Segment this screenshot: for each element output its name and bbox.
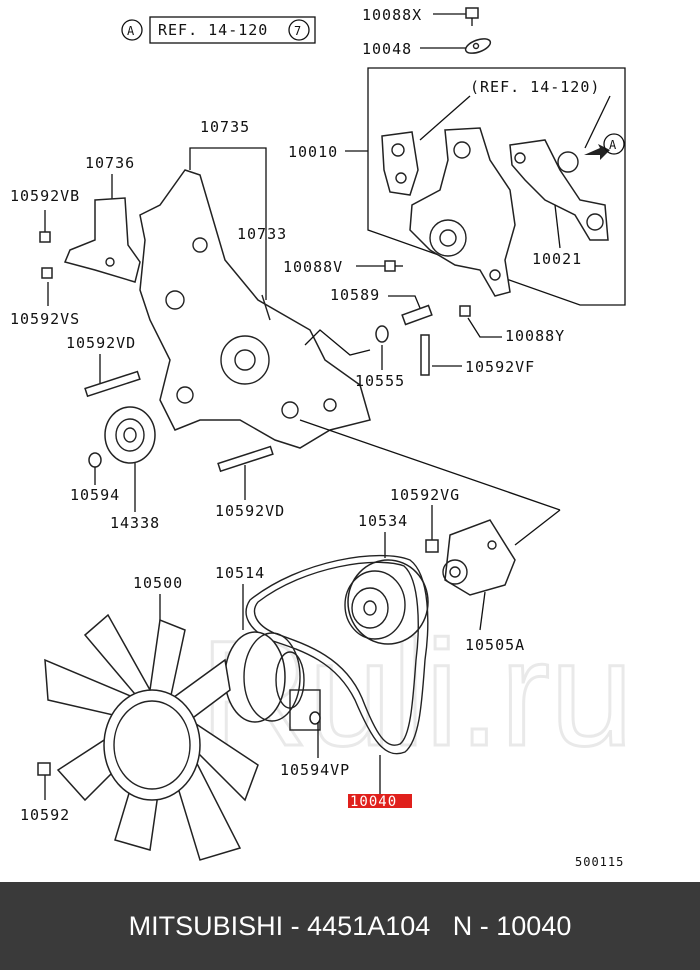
callout-10088v: 10088V bbox=[283, 258, 343, 276]
tensioner-group: 10592VG 10505A bbox=[390, 486, 525, 654]
water-pump-box: 10010 (REF. 14-120) A 10021 bbox=[288, 67, 626, 306]
callout-10555: 10555 bbox=[355, 372, 405, 390]
gasket-10048: 10048 bbox=[362, 38, 492, 58]
ref-a-letter: A bbox=[127, 24, 135, 38]
callout-10735: 10735 bbox=[200, 118, 250, 136]
ref-a-text: REF. 14-120 bbox=[158, 21, 268, 39]
callout-14338: 14338 bbox=[110, 514, 160, 532]
parts-diagram: Ruli.ru A REF. 14-120 7 10088X 10048 100… bbox=[10, 6, 635, 869]
bracket-group: 10735 10736 10592VB 10733 10592VS bbox=[10, 118, 561, 546]
idler-group: 10592VD 10594 14338 10592VD bbox=[66, 334, 285, 532]
callout-10592vs: 10592VS bbox=[10, 310, 80, 328]
ref-box-letter: A bbox=[609, 138, 617, 152]
callout-10088x: 10088X bbox=[362, 6, 422, 24]
footer-bar: MITSUBISHI - 4451A104 N - 10040 bbox=[0, 882, 700, 970]
fan-group: 10500 10592 bbox=[20, 574, 259, 861]
callout-10010: 10010 bbox=[288, 143, 338, 161]
callout-10594vp: 10594VP bbox=[280, 761, 350, 779]
callout-10592vb: 10592VB bbox=[10, 187, 80, 205]
callout-10505a: 10505A bbox=[465, 636, 525, 654]
callout-10592vf: 10592VF bbox=[465, 358, 535, 376]
footer-text: MITSUBISHI - 4451A104 N - 10040 bbox=[128, 910, 572, 941]
callout-10592vg: 10592VG bbox=[390, 486, 460, 504]
callout-10514: 10514 bbox=[215, 564, 265, 582]
bolt-10088x: 10088X bbox=[362, 6, 479, 26]
belt-group: 10040 bbox=[245, 554, 429, 810]
callout-10534: 10534 bbox=[358, 512, 408, 530]
callout-10589: 10589 bbox=[330, 286, 380, 304]
callout-10021: 10021 bbox=[532, 250, 582, 268]
ref-box-text: (REF. 14-120) bbox=[470, 78, 600, 96]
ref-a-num: 7 bbox=[294, 24, 302, 38]
highlight-box bbox=[348, 794, 412, 808]
diagram-code: 500115 bbox=[575, 855, 624, 869]
callout-10088y: 10088Y bbox=[505, 327, 565, 345]
callout-10736: 10736 bbox=[85, 154, 135, 172]
callout-10500: 10500 bbox=[133, 574, 183, 592]
callout-10594: 10594 bbox=[70, 486, 120, 504]
bolts-right: 10088V 10589 10088Y 10555 10592VF bbox=[283, 258, 565, 390]
ref-top: A REF. 14-120 7 bbox=[121, 16, 316, 44]
callout-10040-highlighted: 10040 bbox=[350, 794, 397, 810]
callout-10592vd-2: 10592VD bbox=[215, 502, 285, 520]
fan-clutch-group: 10514 10594VP bbox=[215, 564, 350, 779]
pulley-group: 10534 bbox=[344, 512, 429, 645]
callout-10733: 10733 bbox=[237, 225, 287, 243]
callout-10592: 10592 bbox=[20, 806, 70, 824]
callout-10592vd-1: 10592VD bbox=[66, 334, 136, 352]
callout-10048: 10048 bbox=[362, 40, 412, 58]
